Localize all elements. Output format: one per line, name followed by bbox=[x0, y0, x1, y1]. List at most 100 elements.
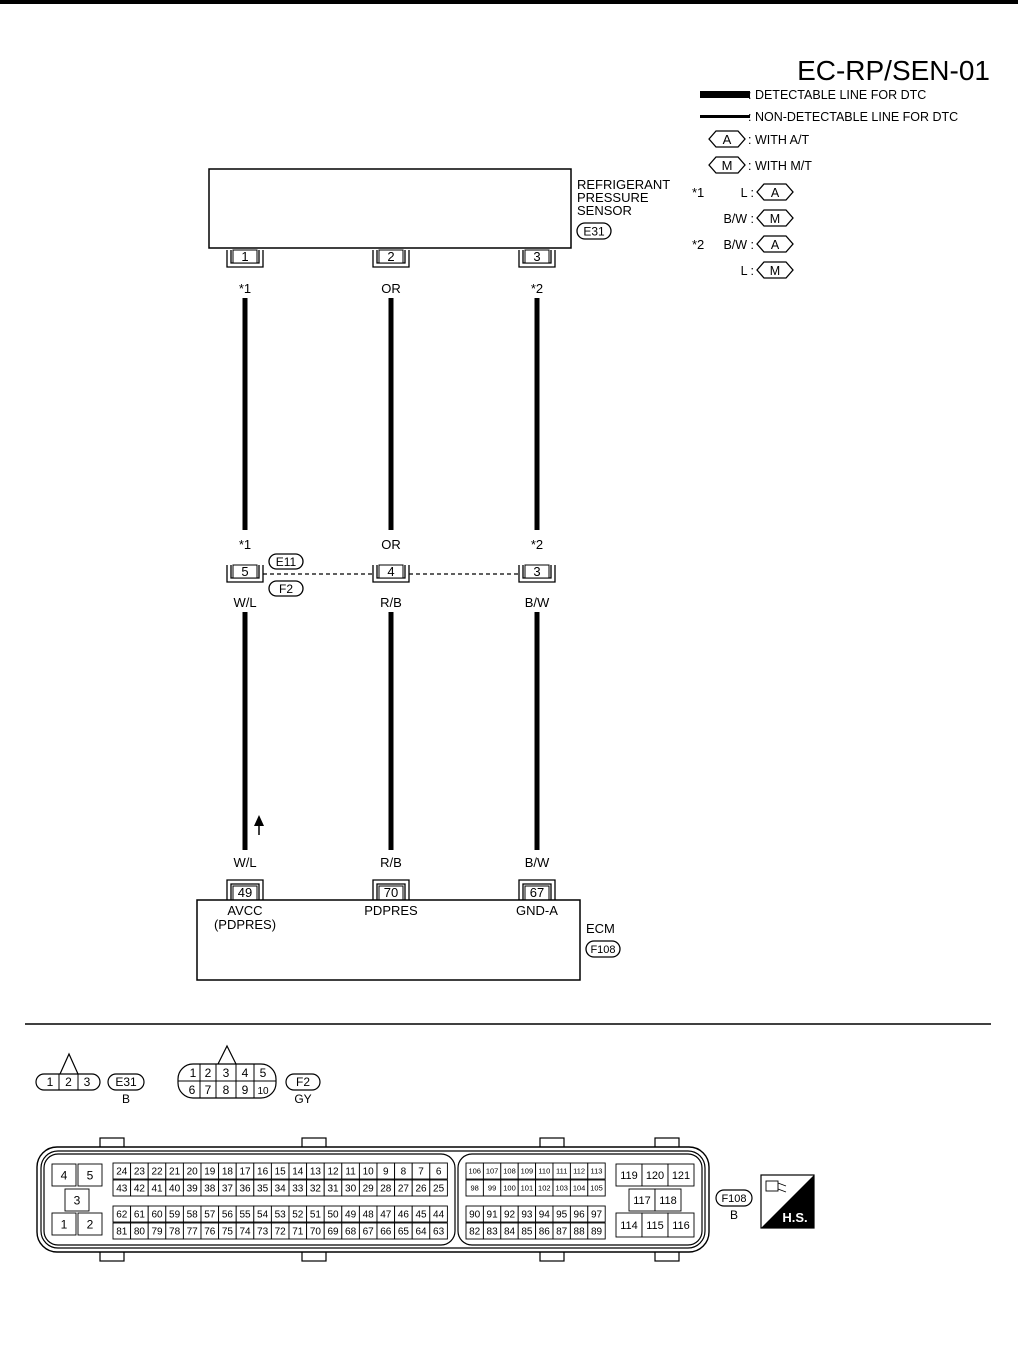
cavity-number: 62 bbox=[116, 1210, 128, 1221]
cavity-number: 115 bbox=[646, 1220, 664, 1232]
cavity bbox=[667, 1212, 695, 1238]
lower-wires bbox=[242, 612, 540, 850]
cavity-number: 21 bbox=[169, 1167, 181, 1178]
wire-pin2 bbox=[388, 298, 394, 530]
cavity bbox=[64, 1188, 90, 1212]
badge-a: A bbox=[723, 132, 732, 147]
cavity-number: 85 bbox=[521, 1227, 533, 1238]
cavity-number: 71 bbox=[292, 1227, 304, 1238]
cavity bbox=[77, 1212, 103, 1236]
cavity-number: 28 bbox=[380, 1184, 392, 1195]
cavity-number: 4 bbox=[61, 1168, 68, 1182]
cavity-number: 17 bbox=[239, 1167, 251, 1178]
cavity-number: 10 bbox=[363, 1167, 375, 1178]
wire-pin1 bbox=[242, 298, 248, 530]
cavity-number: 9 bbox=[383, 1167, 389, 1178]
cavity-number: 80 bbox=[134, 1227, 146, 1238]
cavity-number: 63 bbox=[433, 1227, 445, 1238]
note-color: L : bbox=[741, 264, 754, 278]
cavity-number: 86 bbox=[539, 1227, 551, 1238]
note-star1: *1 L : A B/W : M bbox=[692, 183, 794, 227]
legend-with-at: A : WITH A/T bbox=[708, 130, 809, 148]
cavity-number: 3 bbox=[223, 1066, 230, 1080]
cavity-number: 30 bbox=[345, 1184, 357, 1195]
note-badge: A bbox=[771, 186, 780, 200]
cavity bbox=[641, 1212, 669, 1238]
cavity-number: 1 bbox=[190, 1066, 197, 1080]
ecm-body bbox=[196, 899, 581, 981]
cavity-number: 57 bbox=[204, 1210, 216, 1221]
cavity bbox=[667, 1163, 695, 1187]
cavity-number: 1 bbox=[47, 1075, 54, 1089]
wire-color-label: B/W bbox=[525, 855, 550, 870]
cavity-number: 54 bbox=[257, 1210, 269, 1221]
note-color: L : bbox=[741, 186, 754, 200]
cavity-number: 96 bbox=[574, 1210, 586, 1221]
cavity-number: 66 bbox=[380, 1227, 392, 1238]
sensor-connector-badge bbox=[576, 222, 612, 240]
terminal-label: (PDPRES) bbox=[214, 917, 276, 932]
connector-id: F2 bbox=[296, 1075, 310, 1089]
cavity-number: 5 bbox=[260, 1066, 267, 1080]
cavity-number: 44 bbox=[433, 1210, 445, 1221]
wire-color-label: R/B bbox=[380, 595, 402, 610]
cavity-number: 64 bbox=[415, 1227, 427, 1238]
wire-ecm67 bbox=[534, 612, 540, 850]
ecm-name: ECM bbox=[586, 921, 615, 936]
sensor-name-line: SENSOR bbox=[577, 203, 632, 218]
legend-with-mt: M : WITH M/T bbox=[708, 156, 812, 174]
cavity-number: 100 bbox=[503, 1184, 516, 1193]
cavity-number: 37 bbox=[222, 1184, 234, 1195]
legend-non-detectable: : NON-DETECTABLE LINE FOR DTC bbox=[748, 110, 958, 124]
cavity-number: 51 bbox=[310, 1210, 322, 1221]
cavity bbox=[587, 1205, 606, 1223]
cavity-number: 10 bbox=[257, 1086, 269, 1097]
cavity-number: 105 bbox=[590, 1184, 603, 1193]
cavity-number: 114 bbox=[620, 1220, 638, 1232]
cavity bbox=[587, 1162, 606, 1180]
legend-detectable: : DETECTABLE LINE FOR DTC bbox=[748, 88, 926, 102]
connector-id: F108 bbox=[721, 1193, 746, 1205]
cavity-number: 58 bbox=[187, 1210, 199, 1221]
cavity-number: 14 bbox=[292, 1167, 304, 1178]
cavity-number: 2 bbox=[87, 1217, 94, 1231]
badge-m: M bbox=[722, 158, 733, 173]
cavity-number: 45 bbox=[415, 1210, 427, 1221]
cavity-number: 59 bbox=[169, 1210, 181, 1221]
cavity-number: 65 bbox=[398, 1227, 410, 1238]
cavity-number: 8 bbox=[401, 1167, 407, 1178]
cavity-number: 22 bbox=[151, 1167, 163, 1178]
cavity bbox=[77, 1163, 103, 1187]
cavity-number: 103 bbox=[555, 1184, 568, 1193]
cavity-number: 97 bbox=[591, 1210, 603, 1221]
cavity bbox=[429, 1205, 448, 1223]
note-badge: A bbox=[771, 238, 780, 252]
cavity-number: 32 bbox=[310, 1184, 322, 1195]
note-star2: *2 B/W : A L : M bbox=[692, 235, 794, 279]
sensor-body bbox=[208, 168, 572, 249]
cavity-number: 31 bbox=[327, 1184, 339, 1195]
wire-color-label: *1 bbox=[239, 281, 251, 296]
cavity-number: 60 bbox=[151, 1210, 163, 1221]
cavity-number: 12 bbox=[327, 1167, 339, 1178]
sensor-name-line: PRESSURE bbox=[577, 190, 649, 205]
sensor-pin: 2 bbox=[387, 249, 394, 264]
ecm-pin: 70 bbox=[384, 885, 398, 900]
cavity-number: 6 bbox=[189, 1083, 196, 1097]
cavity-number: 4 bbox=[242, 1066, 249, 1080]
cavity-number: 24 bbox=[116, 1167, 128, 1178]
cavity-number: 6 bbox=[436, 1167, 442, 1178]
cavity-number: 56 bbox=[222, 1210, 234, 1221]
cavity-number: 20 bbox=[187, 1167, 199, 1178]
note-color: B/W : bbox=[723, 238, 754, 252]
cavity-number: 117 bbox=[633, 1195, 651, 1207]
cavity-number: 25 bbox=[433, 1184, 445, 1195]
cavity-number: 76 bbox=[204, 1227, 216, 1238]
sensor-connector-id: E31 bbox=[583, 225, 605, 239]
cavity-number: 68 bbox=[345, 1227, 357, 1238]
cavity-number: 118 bbox=[659, 1195, 677, 1207]
cavity-number: 92 bbox=[504, 1210, 516, 1221]
